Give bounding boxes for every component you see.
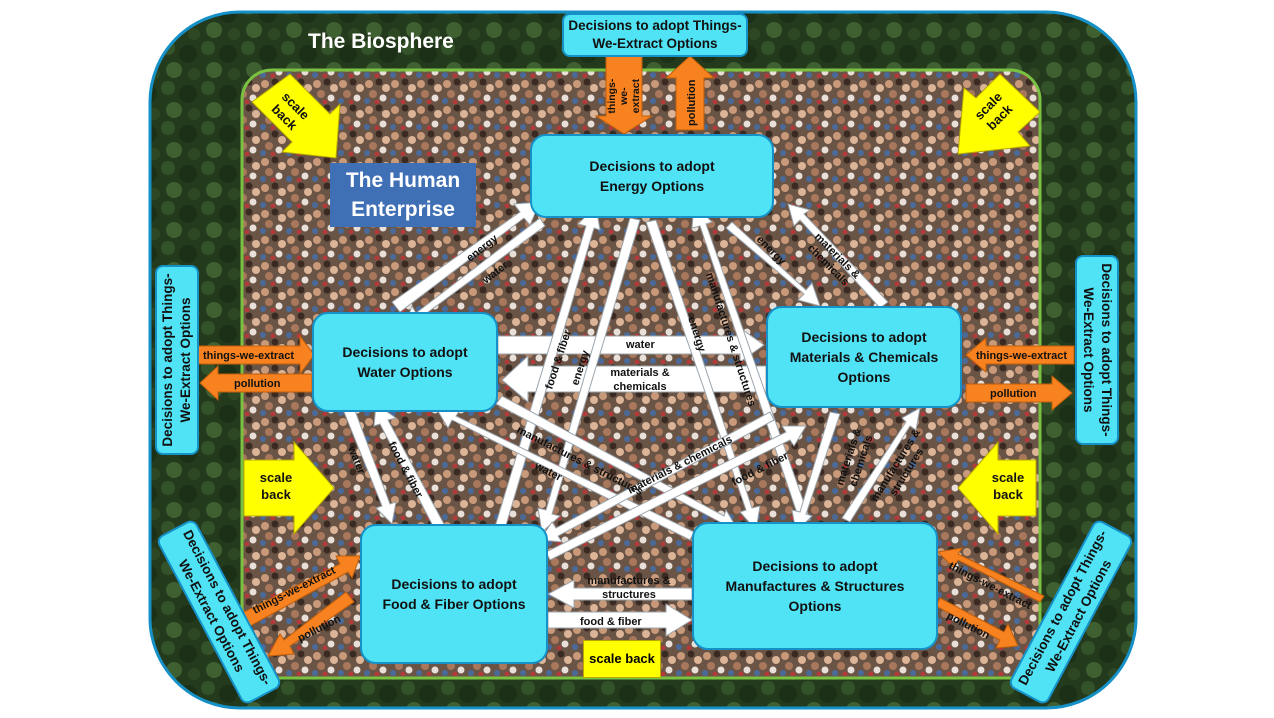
arrow-food-to-water <box>373 403 445 529</box>
scale-back-arrow-top-right <box>957 73 1041 155</box>
node-materials: Decisions to adopt Materials & Chemicals… <box>766 306 962 408</box>
biosphere-title: The Biosphere <box>308 30 454 53</box>
arrow-manufactures-to-materials <box>841 407 921 523</box>
scale-back-label-left: scale back <box>259 470 293 502</box>
scale-back-arrow-right <box>957 440 1037 536</box>
arrow-br-extract <box>936 547 1045 603</box>
node-water: Decisions to adopt Water Options <box>312 312 498 412</box>
label-top-extract: things-we- extract <box>605 78 643 114</box>
label-left-pollution: pollution <box>234 378 281 390</box>
label-right-pollution: pollution <box>990 388 1037 400</box>
arrow-manufactures-to-food <box>546 579 693 609</box>
label-materials-horizontal: materials & chemicals <box>610 367 670 394</box>
arrow-energy-to-materials <box>725 221 821 307</box>
arrow-right-pollution <box>965 374 1073 412</box>
arrow-energy-to-food <box>537 217 641 533</box>
node-food: Decisions to adopt Food & Fiber Options <box>360 524 548 664</box>
arrow-br-pollution <box>935 597 1019 649</box>
arrow-energy-to-manufactures <box>645 219 761 532</box>
arrow-right-extract <box>965 336 1075 374</box>
arrow-food-to-materials <box>545 425 807 561</box>
scale-back-label-right: scale back <box>991 470 1025 502</box>
label-right-extract: things-we-extract <box>976 350 1067 362</box>
ext-node-top: Decisions to adopt Things- We-Extract Op… <box>562 13 748 57</box>
arrow-materials-to-food <box>539 411 775 543</box>
node-manufactures: Decisions to adopt Manufactures & Struct… <box>692 522 938 650</box>
label-water-horizontal: water <box>625 339 655 351</box>
ext-node-right: Decisions to adopt Things- We-Extract Op… <box>1075 255 1119 445</box>
arrow-materials-to-energy <box>787 203 889 309</box>
label-top-pollution: pollution <box>686 79 698 126</box>
human-enterprise-label: The Human Enterprise <box>330 163 476 227</box>
label-manufactures-horizontal: manufactures & structures <box>587 575 671 602</box>
scale-back-arrow-left <box>243 440 335 536</box>
label-food-horizontal: food & fiber <box>580 616 642 628</box>
scale-back-box-bottom: scale back <box>583 640 661 678</box>
arrow-left-pollution <box>199 364 313 402</box>
arrow-bl-pollution <box>267 591 355 657</box>
arrow-top-extract <box>594 53 654 135</box>
arrow-food-to-manufactures <box>547 603 693 637</box>
arrow-water-to-food <box>343 407 397 526</box>
label-left-extract: things-we-extract <box>203 350 294 362</box>
ext-node-left: Decisions to adopt Things- We-Extract Op… <box>155 265 199 455</box>
node-energy: Decisions to adopt Energy Options <box>530 134 774 218</box>
arrow-bl-extract <box>239 555 361 627</box>
scale-back-arrow-top-left <box>251 73 341 159</box>
arrow-left-extract <box>197 334 315 376</box>
arrow-top-pollution <box>664 55 716 131</box>
